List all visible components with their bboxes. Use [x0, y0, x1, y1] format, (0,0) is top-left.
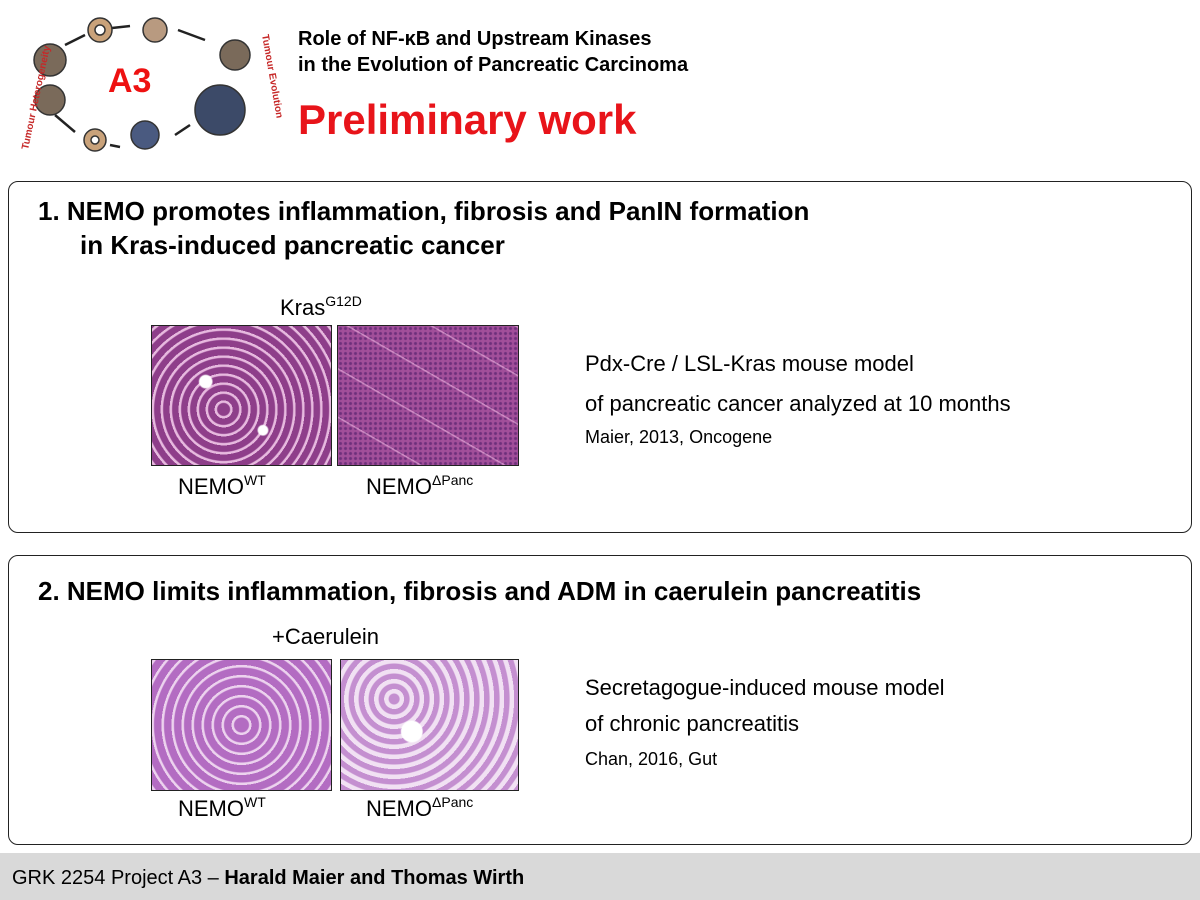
section-1-heading-line-1: 1. NEMO promotes inflammation, fibrosis … [38, 196, 810, 226]
nemo-wt-label: NEMOWT [178, 794, 266, 821]
section-1-desc-line-2: of pancreatic cancer analyzed at 10 mont… [585, 391, 1011, 416]
section-1-desc-line-1: Pdx-Cre / LSL-Kras mouse model [585, 351, 914, 376]
title-line-2: in the Evolution of Pancreatic Carcinoma [298, 54, 689, 76]
slide-title: Preliminary work [298, 96, 637, 143]
project-logo: Tumour Heterogeneity Tumour Evolution A3 [0, 0, 300, 165]
title-line-1: Role of NF-κB and Upstream Kinases [298, 28, 652, 50]
footer-bar: GRK 2254 Project A3 – Harald Maier and T… [0, 853, 1200, 900]
svg-text:Tumour Evolution: Tumour Evolution [259, 34, 285, 119]
section-2-box [8, 555, 1192, 845]
kras-label: KrasG12D [280, 293, 362, 320]
section-2-heading: 2. NEMO limits inflammation, fibrosis an… [38, 576, 922, 606]
footer-authors: Harald Maier and Thomas Wirth [224, 867, 525, 889]
nemo-ko-label: NEMOΔPanc [366, 472, 474, 499]
presentation-title: Role of NF-κB and Upstream Kinases in th… [298, 26, 688, 78]
histology-image-nemo-wt-caerulein [151, 659, 332, 791]
svg-text:A3: A3 [108, 62, 151, 100]
section-2-desc-line-2: of chronic pancreatitis [585, 711, 799, 736]
section-1-reference: Maier, 2013, Oncogene [585, 427, 773, 447]
caerulein-label: +Caerulein [272, 624, 380, 649]
histology-image-nemo-ko-kras [337, 325, 519, 466]
nemo-ko-label: NEMOΔPanc [366, 794, 474, 821]
histology-image-nemo-wt-kras [151, 325, 332, 466]
section-2-desc-line-1: Secretagogue-induced mouse model [585, 675, 945, 700]
nemo-wt-label: NEMOWT [178, 472, 266, 499]
section-1-box [8, 181, 1192, 533]
footer-project: GRK 2254 Project A3 – [12, 867, 225, 889]
histology-image-nemo-ko-caerulein [340, 659, 519, 791]
section-1-heading-line-2: in Kras-induced pancreatic cancer [80, 230, 505, 260]
section-2-reference: Chan, 2016, Gut [585, 749, 718, 769]
